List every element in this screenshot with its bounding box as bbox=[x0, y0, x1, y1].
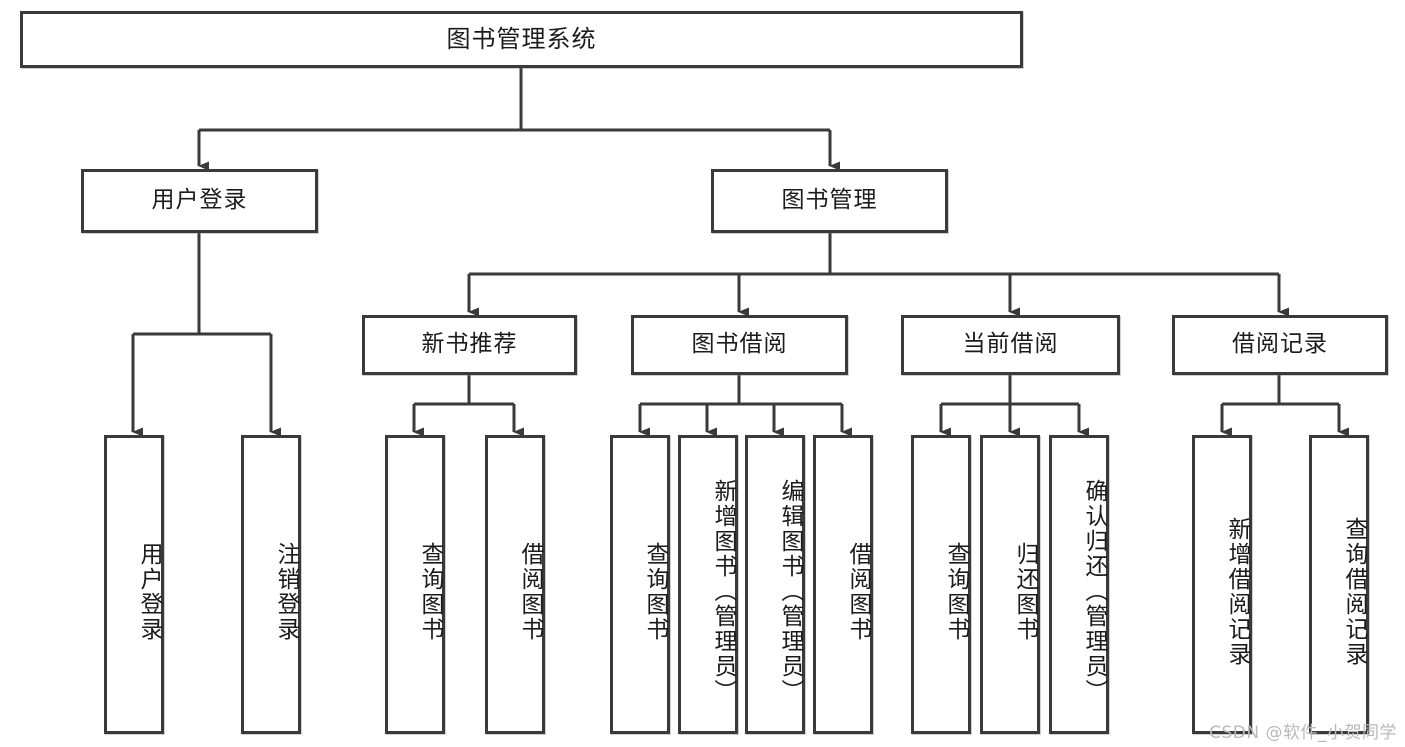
node-book-borrow[interactable]: 图书借阅 bbox=[631, 315, 848, 375]
node-new-book-recommend[interactable]: 新书推荐 bbox=[362, 315, 577, 375]
node-borrow-record[interactable]: 借阅记录 bbox=[1172, 315, 1388, 375]
leaf-user-login-logout[interactable]: 注销登录 bbox=[241, 435, 301, 734]
leaf-label: 新增图书（管理员） bbox=[710, 479, 736, 704]
leaf-label: 用户登录 bbox=[136, 541, 162, 642]
leaf-borrow-record-add-record[interactable]: 新增借阅记录 bbox=[1192, 435, 1252, 734]
leaf-book-borrow-borrow-book[interactable]: 借阅图书 bbox=[813, 435, 873, 734]
leaf-book-borrow-add-book-admin[interactable]: 新增图书（管理员） bbox=[678, 435, 738, 734]
node-user-login[interactable]: 用户登录 bbox=[81, 169, 318, 233]
leaf-label: 借阅图书 bbox=[517, 541, 543, 642]
leaf-label: 新增借阅记录 bbox=[1224, 516, 1250, 667]
leaf-label: 编辑图书（管理员） bbox=[777, 479, 803, 704]
leaf-label: 查询图书 bbox=[417, 541, 443, 642]
node-current-borrow[interactable]: 当前借阅 bbox=[901, 315, 1120, 375]
leaf-current-borrow-return-book[interactable]: 归还图书 bbox=[980, 435, 1040, 734]
leaf-label: 确认归还（管理员） bbox=[1081, 479, 1107, 704]
node-book-management[interactable]: 图书管理 bbox=[711, 169, 948, 233]
leaf-label: 查询图书 bbox=[943, 541, 969, 642]
leaf-label: 注销登录 bbox=[273, 541, 299, 642]
leaf-label: 借阅图书 bbox=[845, 541, 871, 642]
leaf-new-book-query-book[interactable]: 查询图书 bbox=[385, 435, 445, 734]
leaf-new-book-borrow-book[interactable]: 借阅图书 bbox=[485, 435, 545, 734]
leaf-borrow-record-query-record[interactable]: 查询借阅记录 bbox=[1309, 435, 1369, 734]
leaf-book-borrow-edit-book-admin[interactable]: 编辑图书（管理员） bbox=[745, 435, 805, 734]
leaf-label: 归还图书 bbox=[1012, 541, 1038, 642]
leaf-current-borrow-query-book[interactable]: 查询图书 bbox=[911, 435, 971, 734]
node-root-library-system[interactable]: 图书管理系统 bbox=[20, 11, 1023, 68]
leaf-user-login-login[interactable]: 用户登录 bbox=[104, 435, 164, 734]
leaf-book-borrow-query-book[interactable]: 查询图书 bbox=[610, 435, 670, 734]
leaf-current-borrow-confirm-return-admin[interactable]: 确认归还（管理员） bbox=[1049, 435, 1109, 734]
leaf-label: 查询借阅记录 bbox=[1341, 516, 1367, 667]
leaf-label: 查询图书 bbox=[642, 541, 668, 642]
csdn-watermark: CSDN @软件_小贺同学 bbox=[1209, 723, 1397, 743]
